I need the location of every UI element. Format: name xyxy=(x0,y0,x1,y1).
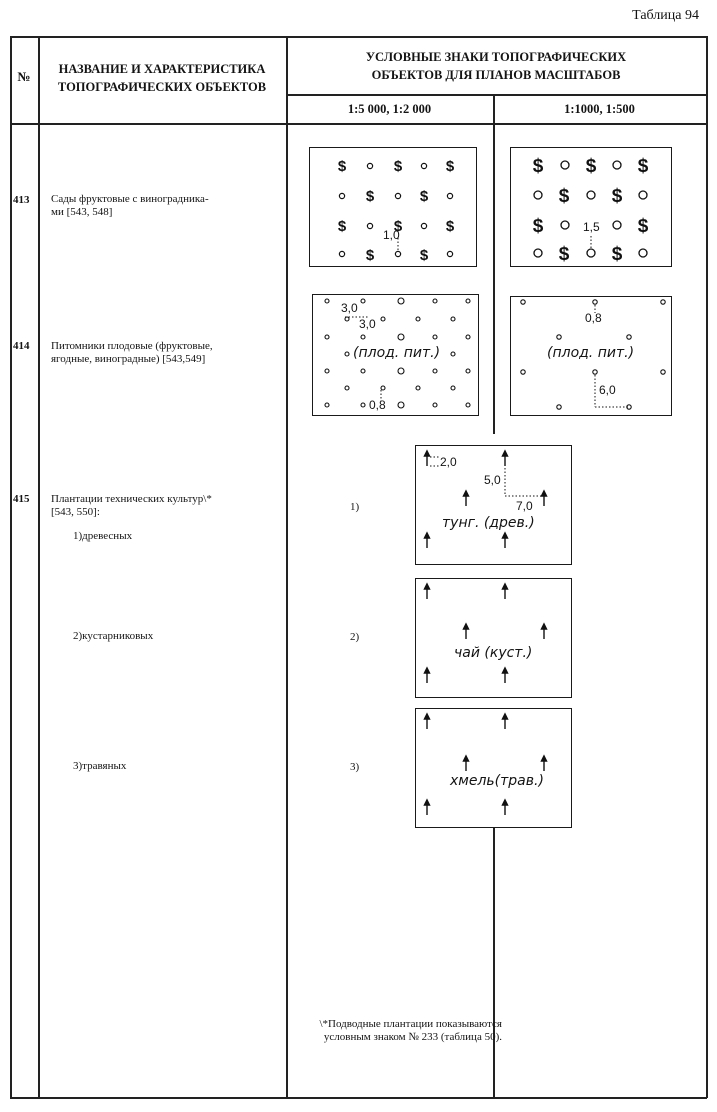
svg-text:$: $ xyxy=(420,188,429,205)
symbol-415-woody: 2,0 5,0 7,0 тунг. (древ.) xyxy=(415,445,572,565)
footnote-line1: \*Подводные плантации показываются xyxy=(319,1018,502,1030)
row-414-line2: ягодные, виноградные) [543,549] xyxy=(51,353,206,365)
row-413-line2: ми [543, 548] xyxy=(51,206,113,218)
svg-text:$: $ xyxy=(559,186,570,207)
row-415-description: Плантации технических культур\* [543, 55… xyxy=(51,493,283,519)
subitem-2-label: 2)кустарниковых xyxy=(73,630,154,642)
svg-text:$: $ xyxy=(420,247,429,264)
shrub-plantation-pattern xyxy=(423,582,548,683)
symbol-413-dim-a: 1,0 xyxy=(383,228,400,242)
symbol-415-herbaceous: хмель(трав.) xyxy=(415,708,572,828)
table-caption: Таблица 94 xyxy=(632,8,699,23)
orchard-vineyard-pattern-b: $ $ $ $ $ $ $ $ $ xyxy=(533,156,649,265)
header-signs-line2: ОБЪЕКТОВ ДЛЯ ПЛАНОВ МАСШТАБОВ xyxy=(371,68,621,82)
nursery-pattern-a xyxy=(324,297,471,409)
symbol-415-label2: чай (куст.) xyxy=(454,645,533,661)
header-signs: УСЛОВНЫЕ ЗНАКИ ТОПОГРАФИЧЕСКИХ ОБЪЕКТОВ … xyxy=(286,48,706,84)
header-number: № xyxy=(17,69,31,84)
row-415-line1: Плантации технических культур\* xyxy=(51,493,212,505)
svg-text:$: $ xyxy=(612,244,623,265)
svg-text:$: $ xyxy=(446,218,455,235)
symbol-415-label1: тунг. (древ.) xyxy=(442,515,535,531)
herbaceous-plantation-pattern xyxy=(423,712,548,815)
header-object-name: НАЗВАНИЕ И ХАРАКТЕРИСТИКА ТОПОГРАФИЧЕСКИ… xyxy=(38,60,286,96)
symbol-414-dim-a3: 0,8 xyxy=(369,398,386,412)
symbol-414-scale-b: 0,8 (плод. пит.) 6,0 xyxy=(510,296,672,416)
nursery-pattern-b xyxy=(520,299,666,410)
symbol-414-dim-b2: 6,0 xyxy=(599,383,616,397)
svg-text:$: $ xyxy=(394,158,403,175)
footnote-line2: условным знаком № 233 (таблица 50). xyxy=(323,1031,502,1043)
symbol-414-label-b: (плод. пит.) xyxy=(547,345,635,361)
header-name-line2: ТОПОГРАФИЧЕСКИХ ОБЪЕКТОВ xyxy=(57,80,267,94)
subitem-2-mark: 2) xyxy=(350,631,360,643)
symbol-413-dim-b: 1,5 xyxy=(583,220,600,234)
symbol-413-scale-b: $ $ $ $ $ $ $ $ $ 1,5 xyxy=(510,147,672,267)
header-name-line1: НАЗВАНИЕ И ХАРАКТЕРИСТИКА xyxy=(58,62,266,76)
svg-text:$: $ xyxy=(366,188,375,205)
header-signs-line1: УСЛОВНЫЕ ЗНАКИ ТОПОГРАФИЧЕСКИХ xyxy=(365,50,627,64)
symbol-415-shrub: чай (куст.) xyxy=(415,578,572,698)
svg-text:$: $ xyxy=(586,156,597,177)
svg-text:$: $ xyxy=(533,216,544,237)
svg-text:$: $ xyxy=(394,218,403,235)
row-413-number: 413 xyxy=(13,194,30,206)
symbol-414-scale-a: 3,0 3,0 (плод. пит.) 0,8 xyxy=(312,294,479,416)
row-413-description: Сады фруктовые с виноградника- ми [543, … xyxy=(51,193,283,219)
svg-text:$: $ xyxy=(338,218,347,235)
tree-plantation-pattern xyxy=(423,449,548,548)
subitem-1-mark: 1) xyxy=(350,501,360,513)
symbol-415-dim1: 2,0 xyxy=(440,455,457,469)
svg-text:$: $ xyxy=(559,244,570,265)
subitem-3-label: 3)травяных xyxy=(73,760,127,772)
symbol-414-dim-a1: 3,0 xyxy=(341,301,358,315)
svg-text:$: $ xyxy=(638,156,649,177)
footnote: \*Подводные плантации показываются услов… xyxy=(240,1018,502,1044)
svg-text:$: $ xyxy=(338,158,347,175)
symbol-414-label-a: (плод. пит.) xyxy=(353,345,441,361)
header-scale-a: 1:5 000, 1:2 000 xyxy=(347,102,432,116)
row-413-line1: Сады фруктовые с виноградника- xyxy=(51,193,209,205)
svg-text:$: $ xyxy=(612,186,623,207)
svg-text:$: $ xyxy=(446,158,455,175)
svg-text:$: $ xyxy=(533,156,544,177)
symbol-413-scale-a: $ $ $ $ $ $ $ $ $ $ 1,0 xyxy=(309,147,477,267)
symbol-414-dim-a2: 3,0 xyxy=(359,317,376,331)
symbol-415-dim3: 7,0 xyxy=(516,499,533,513)
subitem-3-mark: 3) xyxy=(350,761,360,773)
svg-text:$: $ xyxy=(638,216,649,237)
orchard-vineyard-pattern-a: $ $ $ $ $ $ $ $ $ $ xyxy=(338,158,455,264)
row-414-description: Питомники плодовые (фруктовые, ягодные, … xyxy=(51,340,283,366)
svg-text:$: $ xyxy=(366,247,375,264)
symbol-415-dim2: 5,0 xyxy=(484,473,501,487)
symbol-414-dim-b1: 0,8 xyxy=(585,311,602,325)
row-415-line2: [543, 550]: xyxy=(51,506,100,518)
subitem-1-label: 1)древесных xyxy=(73,530,133,542)
symbol-415-label3: хмель(трав.) xyxy=(450,773,544,789)
row-414-line1: Питомники плодовые (фруктовые, xyxy=(51,340,213,352)
row-414-number: 414 xyxy=(13,340,30,352)
row-415-number: 415 xyxy=(13,493,30,505)
header-scale-b: 1:1000, 1:500 xyxy=(564,102,635,116)
